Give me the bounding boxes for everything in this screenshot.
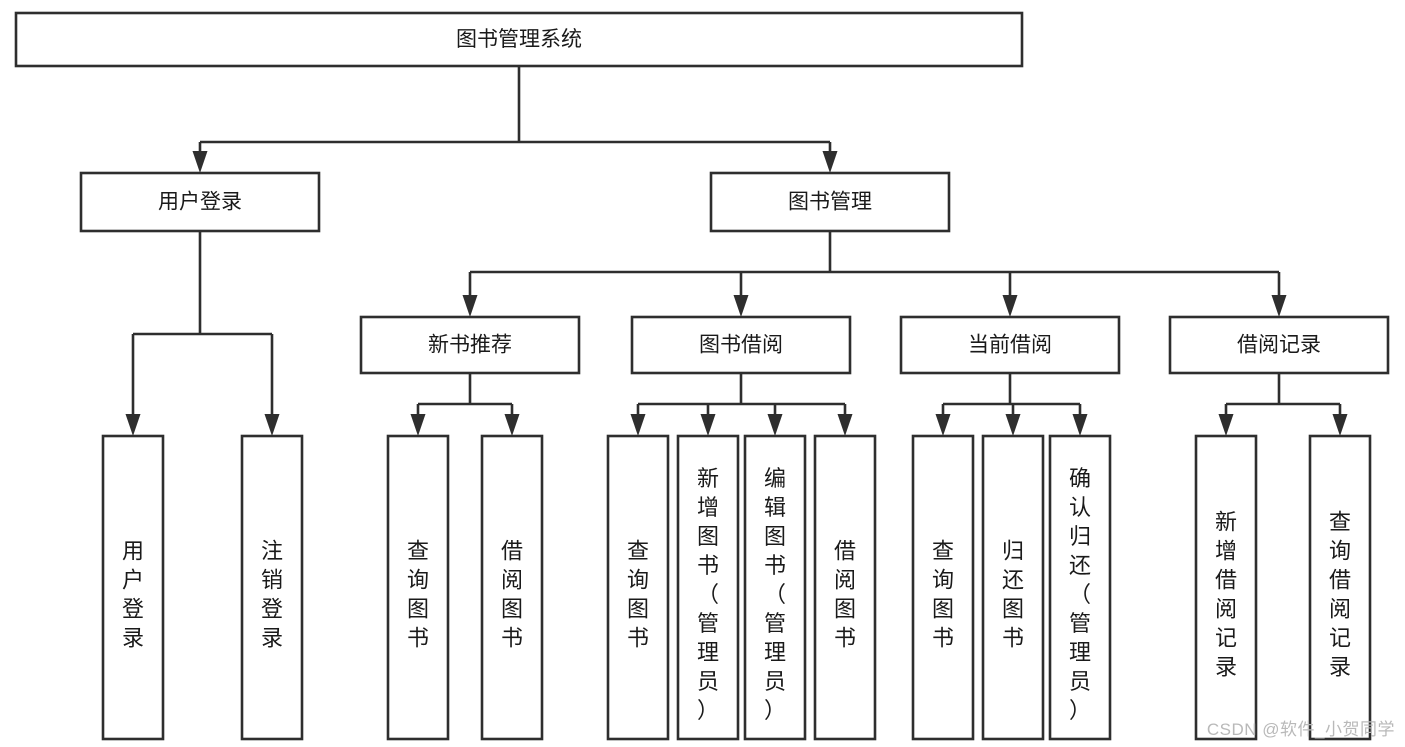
arrow-head-icon	[767, 414, 783, 436]
arrow-head-icon	[1218, 414, 1234, 436]
node-leaf-leaf-return-book[interactable]: 归还图书	[981, 434, 1045, 741]
node-label: 查询图书	[932, 539, 954, 651]
node-label: 用户登录	[158, 191, 242, 214]
arrow-head-icon	[700, 414, 716, 436]
node-box	[676, 434, 740, 741]
node-layer: 图书管理系统用户登录图书管理新书推荐图书借阅当前借阅借阅记录用户登录注销登录查询…	[14, 11, 1390, 741]
arrow-head-icon	[504, 414, 520, 436]
node-box	[911, 434, 975, 741]
node-label: 编辑图书（管理员）	[764, 466, 786, 723]
node-box	[813, 434, 877, 741]
node-label: 图书管理	[788, 191, 872, 214]
node-label: 新书推荐	[428, 334, 512, 357]
node-label: 借阅图书	[501, 539, 523, 651]
node-level3-current-borrow[interactable]: 当前借阅	[899, 315, 1121, 375]
node-leaf-leaf-borrow-book-recommend[interactable]: 借阅图书	[480, 434, 544, 741]
arrow-head-icon	[1005, 414, 1021, 436]
node-leaf-leaf-query-book-borrow[interactable]: 查询图书	[606, 434, 670, 741]
node-label: 查询借阅记录	[1329, 510, 1351, 680]
node-box	[1048, 434, 1112, 741]
arrow-head-icon	[822, 151, 838, 173]
node-label: 图书管理系统	[456, 28, 582, 51]
node-leaf-leaf-query-book-current[interactable]: 查询图书	[911, 434, 975, 741]
node-box	[606, 434, 670, 741]
arrow-head-icon	[733, 295, 749, 317]
node-label: 注销登录	[261, 539, 283, 651]
arrow-head-icon	[462, 295, 478, 317]
arrow-head-icon	[1332, 414, 1348, 436]
connector-current-borrow-to-leaves	[935, 373, 1088, 436]
node-root-root[interactable]: 图书管理系统	[14, 11, 1024, 68]
watermark-text: CSDN @软件_小贺同学	[1206, 720, 1395, 739]
node-box	[981, 434, 1045, 741]
arrow-head-icon	[192, 151, 208, 173]
node-label: 用户登录	[122, 539, 144, 651]
node-leaf-leaf-edit-book[interactable]: 编辑图书（管理员）	[743, 434, 807, 741]
node-leaf-leaf-logout[interactable]: 注销登录	[240, 434, 304, 741]
node-box	[386, 434, 450, 741]
node-level2-user-login[interactable]: 用户登录	[79, 171, 321, 233]
arrow-head-icon	[410, 414, 426, 436]
node-box	[743, 434, 807, 741]
node-level3-new-book-recommend[interactable]: 新书推荐	[359, 315, 581, 375]
node-level3-borrow-record[interactable]: 借阅记录	[1168, 315, 1390, 375]
node-box	[1168, 315, 1390, 375]
node-label: 借阅图书	[834, 539, 856, 651]
connector-root-to-level2	[192, 66, 838, 173]
node-leaf-leaf-confirm-return[interactable]: 确认归还（管理员）	[1048, 434, 1112, 741]
node-label: 图书借阅	[699, 334, 783, 357]
connector-new-book-recommend-to-leaves	[410, 373, 520, 436]
connector-borrow-record-to-leaves	[1218, 373, 1348, 436]
node-box	[630, 315, 852, 375]
node-label: 当前借阅	[968, 334, 1052, 357]
node-box	[359, 315, 581, 375]
node-box	[899, 315, 1121, 375]
node-leaf-leaf-borrow-book[interactable]: 借阅图书	[813, 434, 877, 741]
arrow-head-icon	[125, 414, 141, 436]
node-level3-book-borrow[interactable]: 图书借阅	[630, 315, 852, 375]
connector-layer	[125, 66, 1348, 436]
connector-user-login-to-leaves	[125, 231, 280, 436]
node-leaf-leaf-add-book[interactable]: 新增图书（管理员）	[676, 434, 740, 741]
connector-book-management-to-level3	[462, 231, 1287, 317]
arrow-head-icon	[1271, 295, 1287, 317]
arrow-head-icon	[935, 414, 951, 436]
arrow-head-icon	[630, 414, 646, 436]
node-box	[1194, 434, 1258, 741]
node-label: 借阅记录	[1237, 334, 1321, 357]
node-label: 归还图书	[1002, 539, 1024, 651]
node-box	[1308, 434, 1372, 741]
arrow-head-icon	[264, 414, 280, 436]
node-leaf-leaf-user-login[interactable]: 用户登录	[101, 434, 165, 741]
node-label: 新增借阅记录	[1215, 510, 1237, 680]
arrow-head-icon	[837, 414, 853, 436]
arrow-head-icon	[1002, 295, 1018, 317]
node-box	[709, 171, 951, 233]
node-label: 确认归还（管理员）	[1069, 466, 1091, 723]
connector-book-borrow-to-leaves	[630, 373, 853, 436]
node-leaf-leaf-query-borrow-record[interactable]: 查询借阅记录	[1308, 434, 1372, 741]
node-label: 查询图书	[407, 539, 429, 651]
node-box	[14, 11, 1024, 68]
node-level2-book-management[interactable]: 图书管理	[709, 171, 951, 233]
node-box	[101, 434, 165, 741]
node-leaf-leaf-add-borrow-record[interactable]: 新增借阅记录	[1194, 434, 1258, 741]
node-label: 新增图书（管理员）	[697, 466, 719, 723]
node-box	[480, 434, 544, 741]
node-box	[240, 434, 304, 741]
arrow-head-icon	[1072, 414, 1088, 436]
node-box	[79, 171, 321, 233]
node-label: 查询图书	[627, 539, 649, 651]
node-leaf-leaf-query-book-recommend[interactable]: 查询图书	[386, 434, 450, 741]
